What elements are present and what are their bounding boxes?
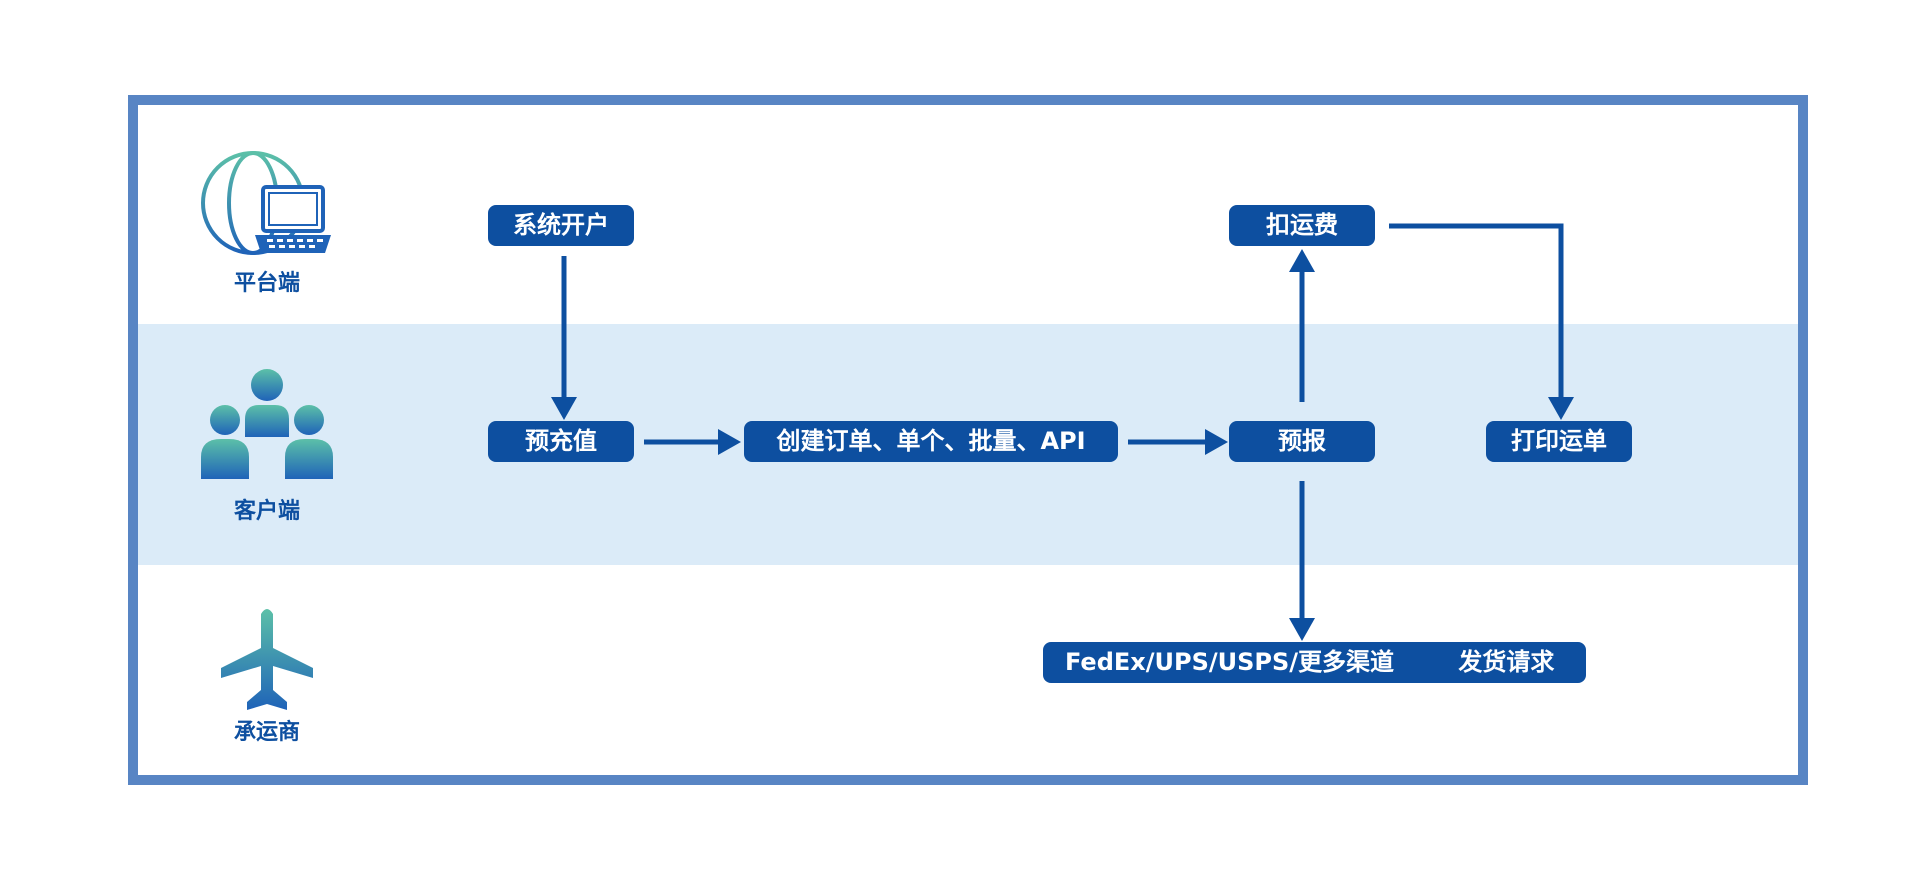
airplane-icon [221, 609, 313, 710]
globe-laptop-icon [201, 151, 331, 255]
node-deduct-freight: 扣运费 [1229, 205, 1375, 246]
node-carrier-request: FedEx/UPS/USPS/更多渠道 发货请求 [1043, 642, 1586, 683]
arrowhead-deduct [1289, 249, 1315, 272]
users-group-icon [201, 369, 333, 479]
arrowhead-prepaid [551, 397, 577, 420]
role-label-platform: 平台端 [233, 271, 300, 296]
arrowhead-report [1205, 429, 1228, 455]
node-prepaid-label: 预充值 [525, 427, 597, 455]
node-shipping-request-label: 发货请求 [1458, 648, 1555, 676]
role-label-carrier: 承运商 [233, 720, 300, 745]
role-platform: 平台端 [182, 145, 352, 296]
node-open-account-label: 系统开户 [513, 211, 609, 239]
node-deduct-freight-label: 扣运费 [1266, 211, 1338, 239]
node-print-waybill: 打印运单 [1486, 421, 1632, 462]
node-create-order-label: 创建订单、单个、批量、API [776, 427, 1086, 455]
arrowhead-carrier [1289, 618, 1315, 641]
arrow-deduct-to-print [1389, 223, 1564, 397]
node-pre-report-label: 预报 [1278, 427, 1326, 455]
node-open-account: 系统开户 [488, 205, 634, 246]
arrowhead-print [1548, 397, 1574, 420]
role-client: 客户端 [182, 365, 352, 525]
node-pre-report: 预报 [1229, 421, 1375, 462]
node-carrier-channels-label: FedEx/UPS/USPS/更多渠道 [1065, 648, 1395, 676]
node-create-order: 创建订单、单个、批量、API [744, 421, 1118, 462]
role-label-client: 客户端 [233, 499, 300, 524]
node-print-waybill-label: 打印运单 [1511, 427, 1607, 455]
role-carrier: 承运商 [182, 606, 352, 746]
node-prepaid: 预充值 [488, 421, 634, 462]
arrowhead-order [718, 429, 741, 455]
